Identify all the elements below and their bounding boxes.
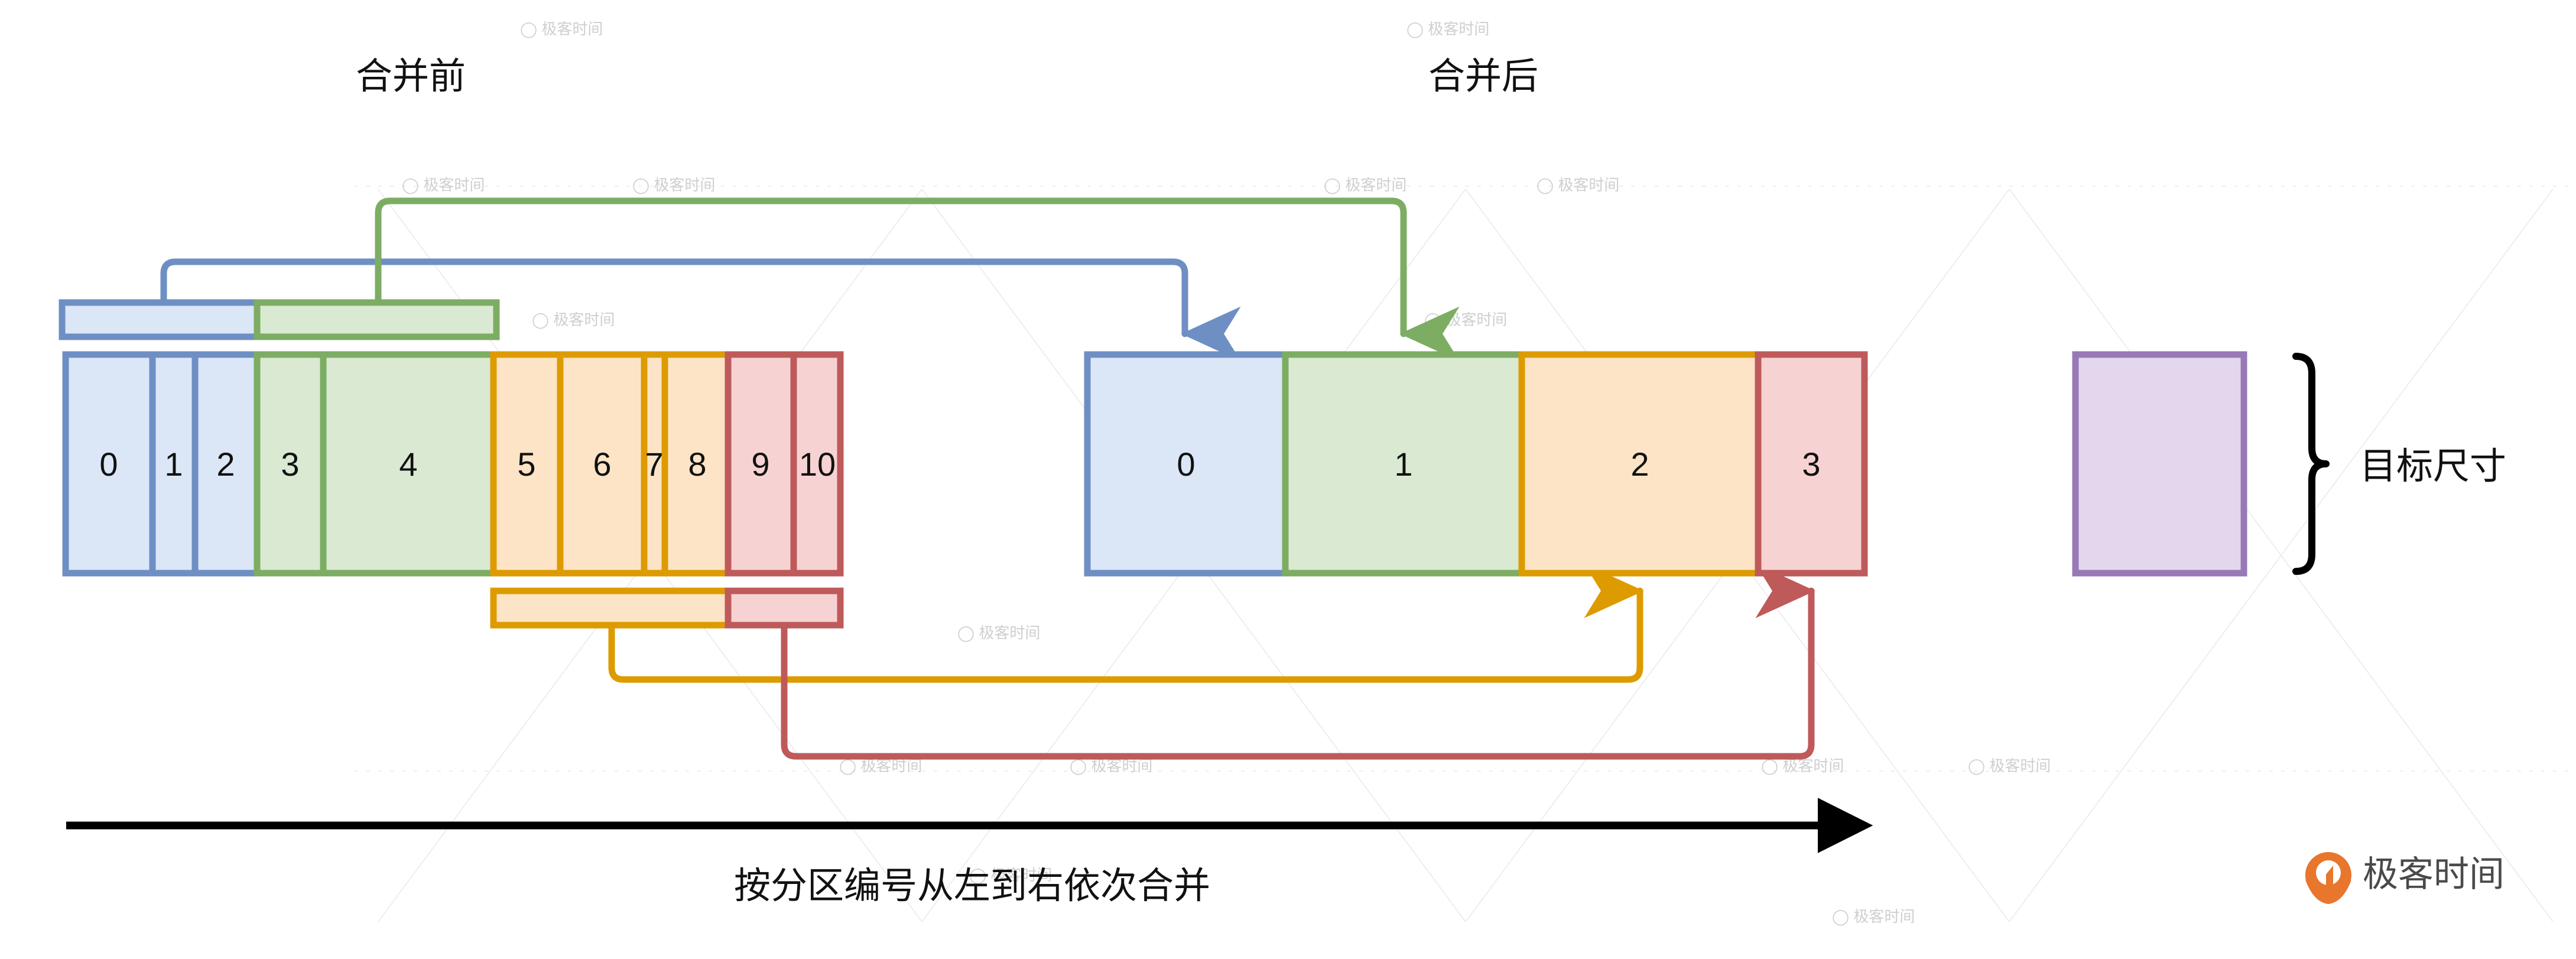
- watermark-text: ◯ 极客时间: [1832, 908, 1915, 926]
- red-merge-connector: [781, 563, 1815, 760]
- after-partition-3[interactable]: [1755, 351, 1868, 577]
- watermark-text: ◯ 极客时间: [1424, 311, 1507, 329]
- before-partition-5[interactable]: [490, 351, 564, 577]
- after-partition-1[interactable]: [1282, 351, 1525, 577]
- watermark-text: ◯ 极客时间: [957, 624, 1040, 642]
- watermark-text: ◯ 极客时间: [1761, 757, 1844, 775]
- before-label-6: 6: [593, 446, 611, 483]
- watermark-text: ◯ 极客时间: [839, 757, 922, 775]
- green-summary-bar: [254, 299, 500, 340]
- target-size-box: [2072, 351, 2247, 577]
- before-partition-labels: 0 1 2 3 4 5 6 7 8 9 10: [99, 446, 836, 483]
- before-partition-bar: [62, 351, 844, 577]
- after-label-0: 0: [1177, 446, 1195, 483]
- after-partition-2[interactable]: [1518, 351, 1762, 577]
- after-label-1: 1: [1394, 446, 1412, 483]
- before-label-7: 7: [645, 446, 663, 483]
- bottom-caption: 按分区编号从左到右依次合并: [734, 866, 1210, 906]
- before-label-2: 2: [216, 446, 235, 483]
- blue-merge-connector: [160, 258, 1241, 362]
- after-partition-labels: 0 1 2 3: [1177, 446, 1820, 483]
- before-label-5: 5: [517, 446, 535, 483]
- watermark-text: ◯ 极客时间: [969, 866, 1052, 885]
- watermark-text: ◯ 极客时间: [1070, 757, 1152, 775]
- watermark-text: ◯ 极客时间: [1406, 20, 1489, 38]
- watermark-text: ◯ 极客时间: [1324, 176, 1406, 194]
- watermark-text: ◯ 极客时间: [532, 311, 615, 329]
- orange-merge-connector: [608, 563, 1644, 683]
- before-partition-8[interactable]: [661, 351, 732, 577]
- watermark-text: ◯ 极客时间: [1536, 176, 1619, 194]
- before-partition-0[interactable]: [62, 351, 156, 577]
- red-summary-bar: [725, 587, 844, 629]
- after-partition-0[interactable]: [1084, 351, 1289, 577]
- before-title: 合并前: [356, 56, 466, 97]
- target-size-brace: [2292, 353, 2330, 575]
- before-label-8: 8: [688, 446, 706, 483]
- watermark-text: ◯ 极客时间: [520, 20, 603, 38]
- target-size-label: 目标尺寸: [2360, 446, 2506, 487]
- after-label-2: 2: [1630, 446, 1649, 483]
- before-label-1: 1: [164, 446, 183, 483]
- before-label-10: 10: [799, 446, 836, 483]
- before-label-0: 0: [99, 446, 118, 483]
- brand-name: 极客时间: [2363, 854, 2504, 894]
- before-label-9: 9: [751, 446, 769, 483]
- watermark-text: ◯ 极客时间: [402, 176, 485, 194]
- before-partition-9[interactable]: [725, 351, 797, 577]
- watermark-text: ◯ 极客时间: [1968, 757, 2051, 775]
- target-size-group: [2072, 351, 2330, 577]
- geekbang-pin-icon: [2305, 852, 2351, 904]
- before-label-3: 3: [281, 446, 299, 483]
- brand-logo: 极客时间: [2305, 852, 2504, 904]
- before-partition-10[interactable]: [790, 351, 844, 577]
- after-label-3: 3: [1802, 446, 1820, 483]
- top-summary-bars: [59, 299, 500, 340]
- orange-summary-bar: [490, 587, 732, 629]
- before-partition-6[interactable]: [557, 351, 648, 577]
- before-label-4: 4: [399, 446, 417, 483]
- watermark-text: ◯ 极客时间: [632, 176, 715, 194]
- blue-summary-bar: [59, 299, 261, 340]
- after-title: 合并后: [1428, 56, 1538, 97]
- after-partition-bar: [1084, 351, 1868, 577]
- green-merge-connector: [375, 197, 1460, 362]
- bottom-summary-bars: [490, 587, 844, 629]
- watermark-text-group: ◯ 极客时间 ◯ 极客时间 ◯ 极客时间 ◯ 极客时间 ◯ 极客时间 ◯ 极客时…: [402, 20, 2051, 926]
